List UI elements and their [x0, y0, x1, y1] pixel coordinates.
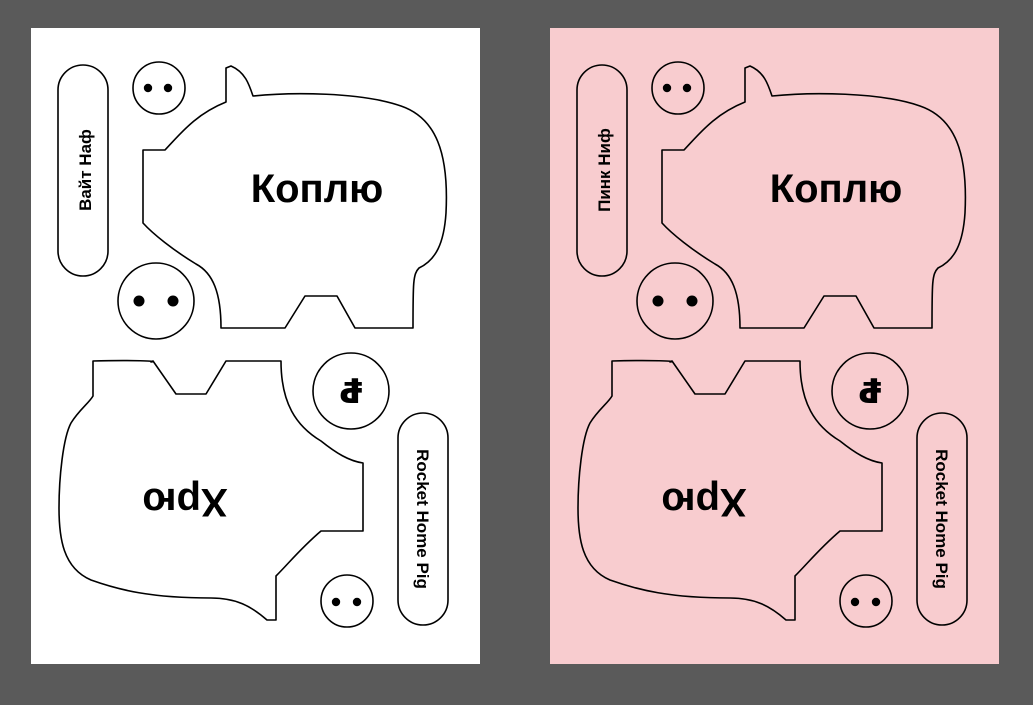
artboard-white[interactable]: Вайт Наф Коплю Хрю ₽ Rocket Home Pig: [31, 28, 480, 664]
coin-symbol-label: ₽: [339, 370, 363, 408]
back-word-label: Хрю: [661, 480, 746, 524]
name-tag-label: Пинк Ниф: [595, 128, 614, 212]
front-word-label: Коплю: [251, 167, 384, 211]
brand-tag-label: Rocket Home Pig: [932, 449, 951, 589]
name-tag-label: Вайт Наф: [76, 129, 95, 211]
coin-symbol-label: ₽: [858, 370, 882, 408]
artboard-pink-page: [550, 28, 999, 664]
artboard-white-page: [31, 28, 480, 664]
brand-tag-label: Rocket Home Pig: [413, 449, 432, 589]
artboard-pink[interactable]: Пинк Ниф Коплю Хрю ₽ Rocket Home Pig: [550, 28, 999, 664]
front-word-label: Коплю: [770, 167, 903, 211]
back-word-label: Хрю: [142, 480, 227, 524]
